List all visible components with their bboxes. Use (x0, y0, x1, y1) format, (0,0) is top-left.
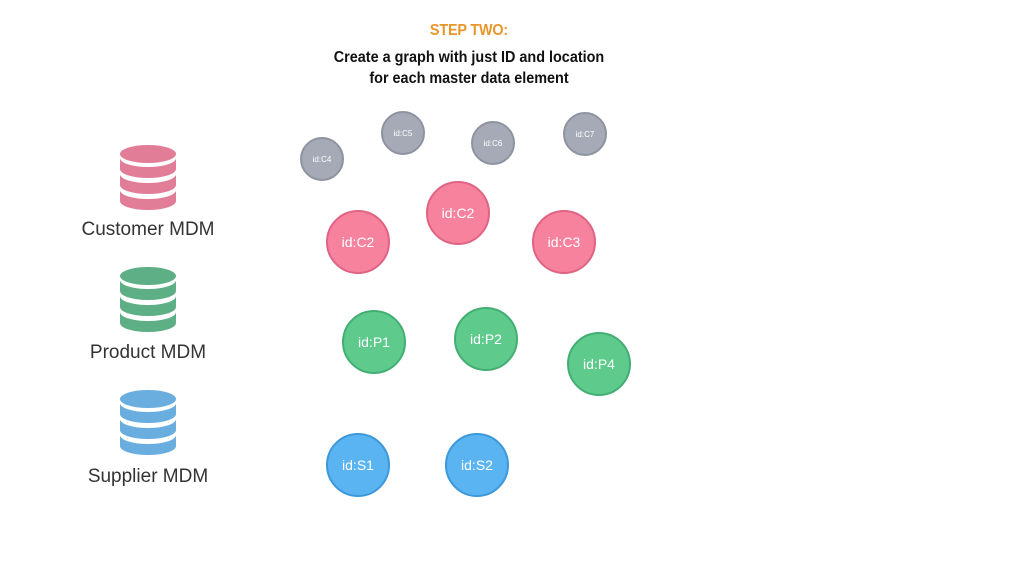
step-description: Create a graph with just ID and location… (47, 47, 891, 89)
step-label: STEP TWO: (429, 22, 509, 39)
node-s1: id:S1 (326, 433, 390, 497)
node-p1: id:P1 (342, 310, 406, 374)
node-p2: id:P2 (454, 307, 518, 371)
supplier-database-icon (120, 390, 176, 455)
customer-mdm-label: Customer MDM (81, 219, 215, 240)
product-mdm-label: Product MDM (89, 342, 207, 363)
node-c4: id:C4 (300, 137, 344, 181)
customer-database-icon (120, 145, 176, 210)
node-c3: id:C3 (532, 210, 596, 274)
step-description-line-1: Create a graph with just ID and location (333, 49, 605, 66)
product-database-icon (120, 267, 176, 332)
node-c6: id:C6 (471, 121, 515, 165)
step-description-line-2: for each master data element (369, 70, 569, 87)
node-s2: id:S2 (445, 433, 509, 497)
node-c2-left: id:C2 (326, 210, 390, 274)
supplier-mdm-label: Supplier MDM (87, 466, 209, 487)
node-p4: id:P4 (567, 332, 631, 396)
node-c7: id:C7 (563, 112, 607, 156)
node-c2-top: id:C2 (426, 181, 490, 245)
node-c5: id:C5 (381, 111, 425, 155)
